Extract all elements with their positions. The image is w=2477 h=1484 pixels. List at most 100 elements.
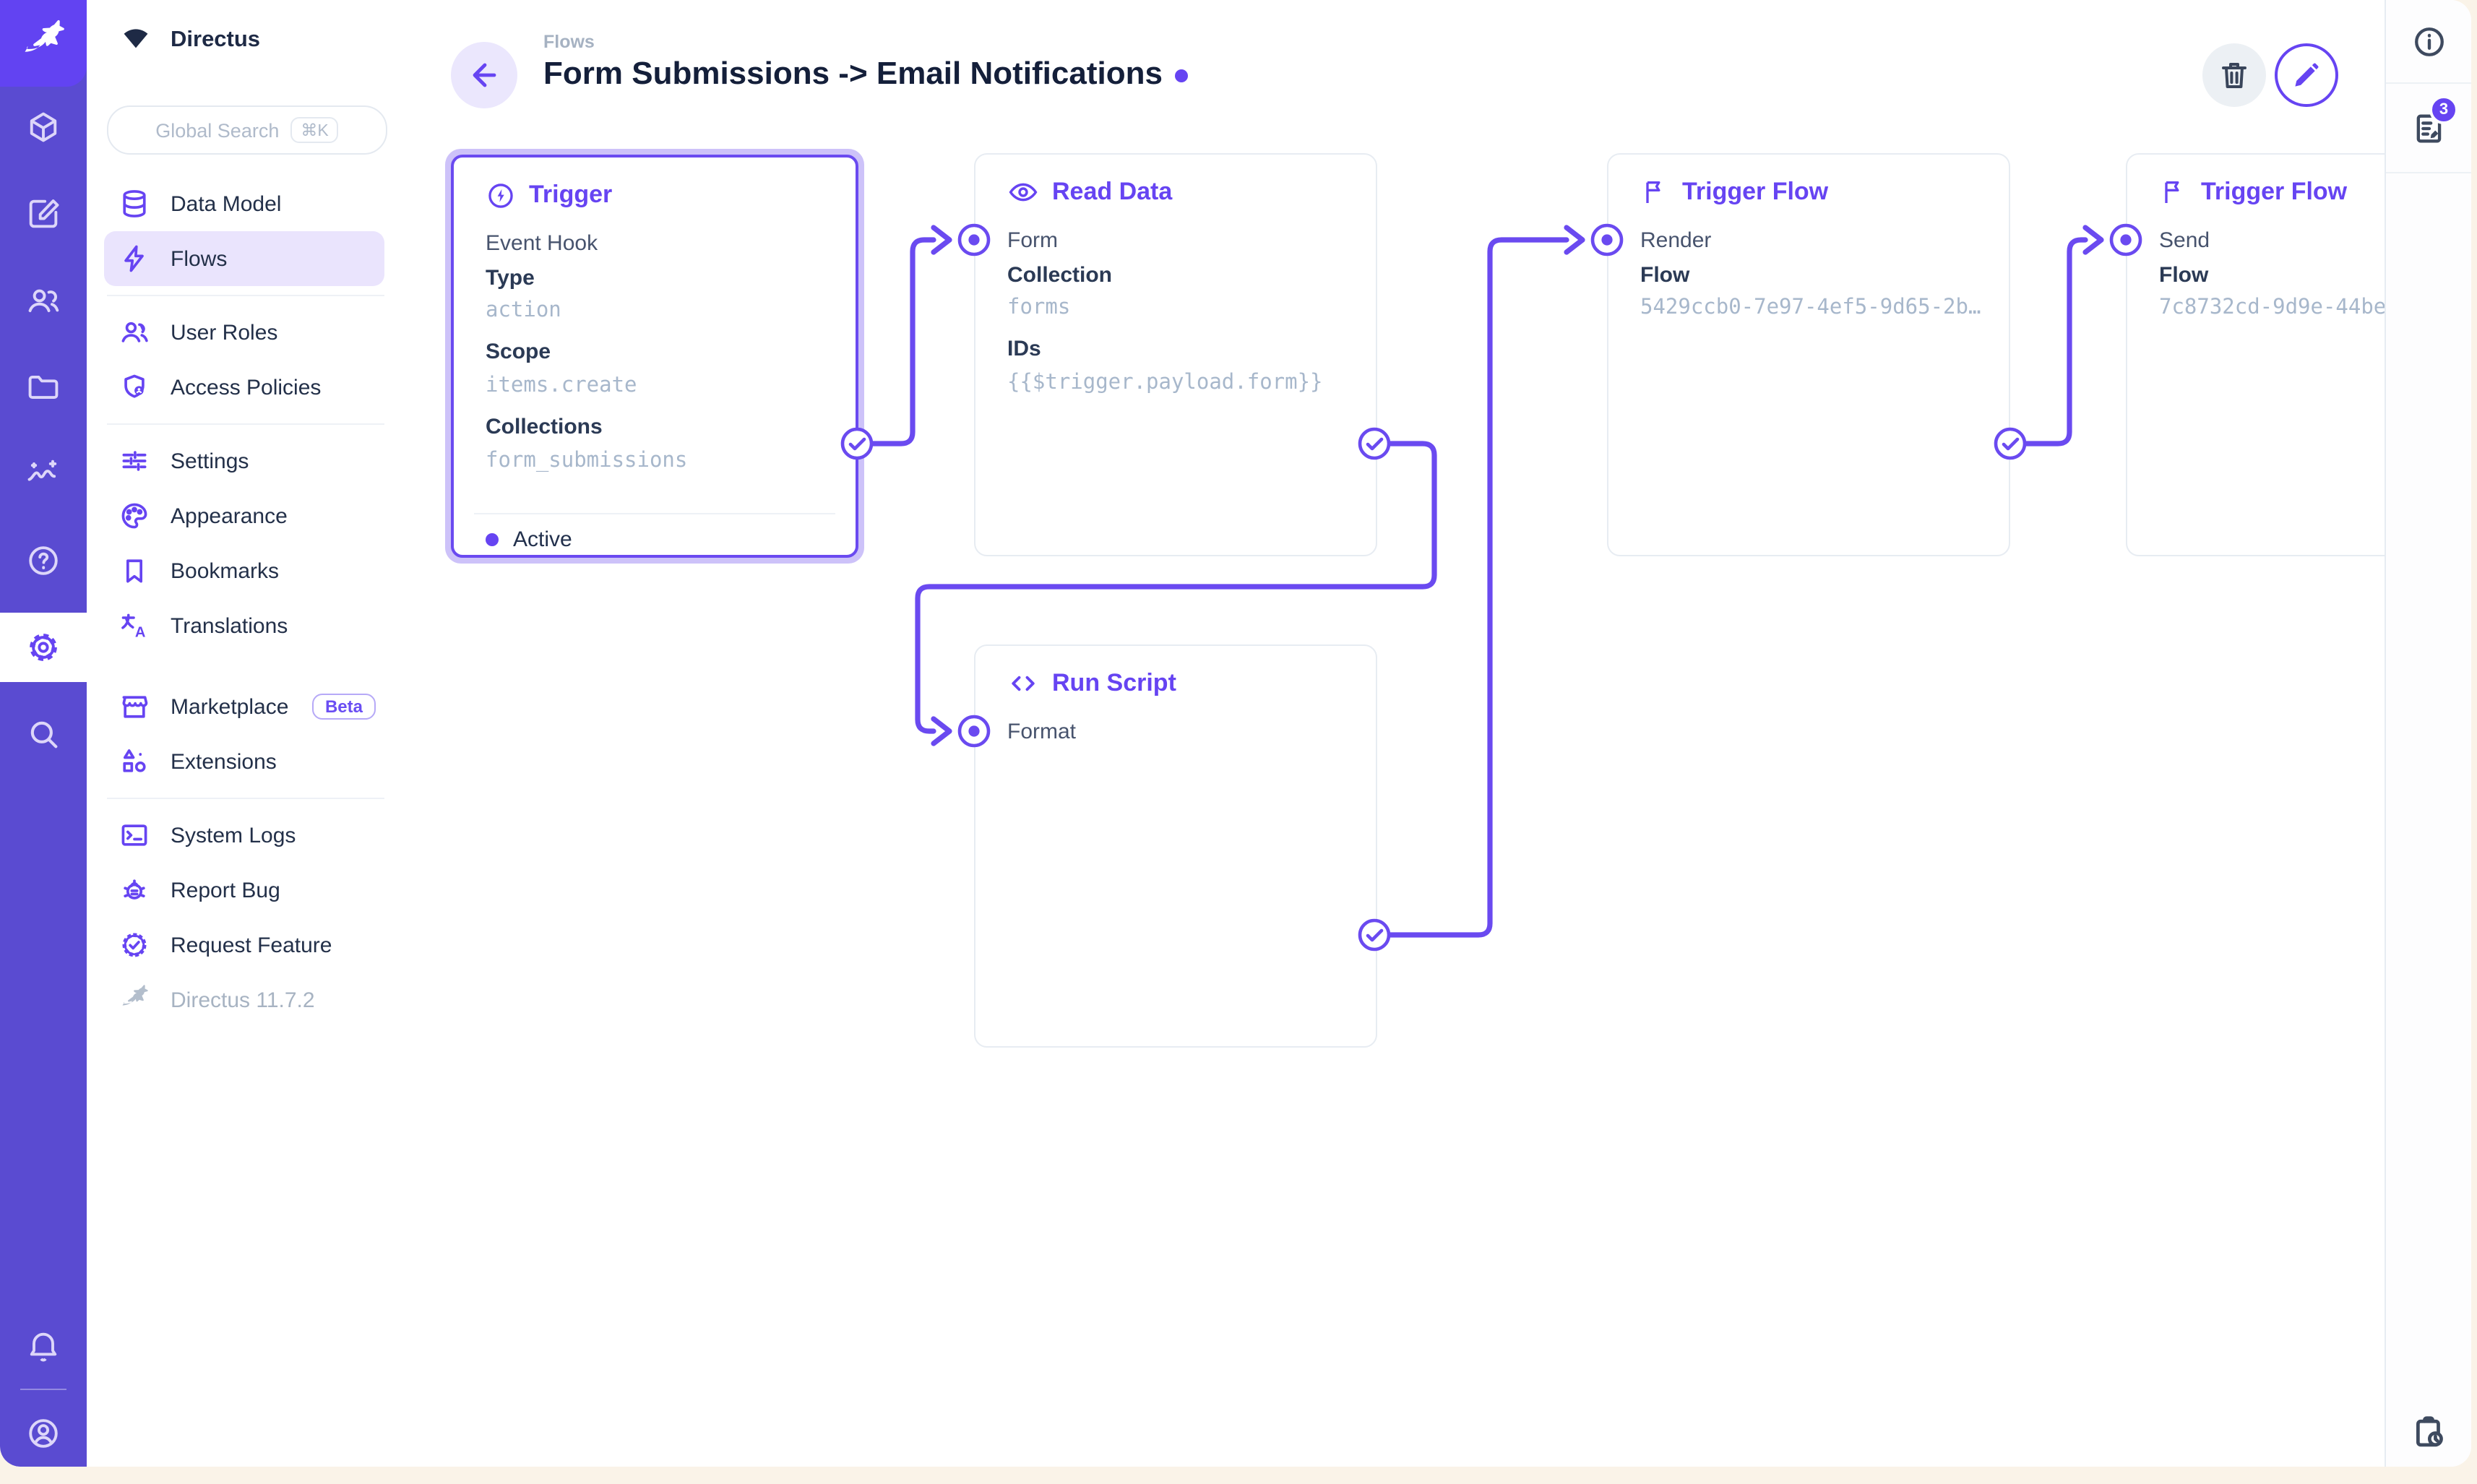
field-value: 5429ccb0-7e97-4ef5-9d65-2b…	[1640, 296, 1981, 319]
sidebar-item-label: Translations	[171, 613, 288, 638]
read-data-node[interactable]: Read Data Form Collection forms IDs {{$t…	[974, 153, 1377, 556]
sidebar-item-label: Settings	[171, 449, 249, 473]
sidebar-item-report-bug[interactable]: Report Bug	[104, 863, 384, 918]
back-button[interactable]	[451, 42, 517, 108]
info-icon	[2410, 22, 2447, 60]
sidebar-divider	[107, 798, 384, 799]
trigger-type-label: Event Hook	[486, 231, 598, 256]
sidebar-logs-section[interactable]: 3	[2386, 84, 2471, 173]
notifications-bell-button[interactable]	[0, 1315, 87, 1379]
shield-user-icon	[119, 371, 150, 403]
version-text: Directus 11.7.2	[171, 988, 315, 1012]
field-name: Collection	[1007, 263, 1113, 288]
module-users-button[interactable]	[0, 269, 87, 332]
sidebar-item-user-roles[interactable]: User Roles	[104, 305, 384, 360]
notifications-bell-icon	[25, 1328, 62, 1366]
breadcrumb[interactable]: Flows	[543, 32, 595, 52]
logs-count-badge: 3	[2429, 95, 2458, 124]
editor-compose-icon	[25, 195, 62, 233]
sidebar-item-system-logs[interactable]: System Logs	[104, 808, 384, 863]
field-name: Flow	[2159, 263, 2209, 288]
bolt-circle-icon	[486, 180, 516, 210]
module-search-button[interactable]	[0, 702, 87, 766]
sidebar-item-appearance[interactable]: Appearance	[104, 488, 384, 543]
tune-sliders-icon	[119, 445, 150, 477]
field-value: form_submissions	[486, 449, 688, 473]
sidebar-item-translations[interactable]: A Translations	[104, 598, 384, 653]
bookmark-icon	[119, 555, 150, 587]
sidebar-item-label: Flows	[171, 246, 228, 271]
field-name: Scope	[486, 340, 551, 364]
module-help-button[interactable]	[0, 529, 87, 592]
field-name: Flow	[1640, 263, 1690, 288]
sidebar-item-label: User Roles	[171, 320, 278, 345]
sidebar-item-extensions[interactable]: Extensions	[104, 734, 384, 789]
right-sidebar: 3	[2385, 0, 2471, 1467]
trash-icon	[2217, 58, 2252, 92]
sidebar-item-label: Appearance	[171, 504, 288, 528]
sidebar-item-data-model[interactable]: Data Model	[104, 176, 384, 231]
run-script-node[interactable]: Run Script Format	[974, 644, 1377, 1048]
trigger-flow-node-title: Trigger Flow	[1640, 173, 1828, 211]
pending-revisions-button[interactable]	[2386, 1413, 2471, 1452]
input-label: Form	[1007, 228, 1058, 253]
field-value: action	[486, 299, 561, 322]
edit-flow-button[interactable]	[2275, 43, 2338, 107]
insights-sparkline-icon	[25, 455, 62, 493]
module-editor-button[interactable]	[0, 182, 87, 246]
trigger-node[interactable]: Trigger Event Hook Type action Scope ite…	[445, 149, 864, 564]
directus-rabbit-icon	[19, 19, 68, 68]
delete-flow-button[interactable]	[2202, 43, 2266, 107]
module-bar	[0, 0, 87, 1467]
help-question-icon	[25, 542, 62, 579]
sidebar-gap	[87, 653, 405, 679]
bolt-icon	[119, 243, 150, 275]
sidebar-item-request-feature[interactable]: Request Feature	[104, 918, 384, 972]
flag-icon	[2159, 178, 2188, 207]
settings-gear-icon	[25, 629, 62, 666]
sidebar-info-section[interactable]	[2386, 0, 2471, 84]
page-title: Form Submissions -> Email Notifications	[543, 55, 1189, 92]
sidebar-item-flows[interactable]: Flows	[104, 231, 384, 286]
status-text: Active	[513, 527, 572, 551]
field-value: 7c8732cd-9d9e-44be	[2159, 296, 2385, 319]
field-value: forms	[1007, 296, 1071, 319]
trigger-flow-render-node[interactable]: Trigger Flow Render Flow 5429ccb0-7e97-4…	[1607, 153, 2010, 556]
arrowhead	[931, 716, 952, 746]
sidebar: Directus Global Search ⌘K Data Model Flo…	[87, 0, 405, 1467]
account-button[interactable]	[0, 1402, 87, 1465]
user-roles-icon	[119, 316, 150, 348]
module-settings-button[interactable]	[0, 613, 87, 682]
sidebar-divider	[107, 295, 384, 296]
read-data-node-title: Read Data	[1007, 173, 1172, 211]
sidebar-item-access-policies[interactable]: Access Policies	[104, 360, 384, 415]
trigger-flow-send-node[interactable]: Trigger Flow Send Flow 7c8732cd-9d9e-44b…	[2126, 153, 2385, 556]
flag-icon	[1640, 178, 1669, 207]
storefront-icon	[119, 691, 150, 722]
project-brand[interactable]: Directus	[87, 0, 405, 81]
project-name: Directus	[171, 27, 261, 52]
global-search-input[interactable]: Global Search ⌘K	[107, 105, 387, 155]
sidebar-item-bookmarks[interactable]: Bookmarks	[104, 543, 384, 598]
page-title-text: Form Submissions -> Email Notifications	[543, 55, 1163, 91]
flow-color-dot	[1175, 69, 1189, 82]
field-name: IDs	[1007, 337, 1041, 361]
eye-icon	[1007, 176, 1039, 208]
field-name: Type	[486, 266, 535, 290]
trigger-node-title: Trigger	[486, 176, 612, 214]
sidebar-item-label: Report Bug	[171, 878, 280, 902]
module-insights-button[interactable]	[0, 442, 87, 506]
module-content-button[interactable]	[0, 95, 87, 159]
module-files-button[interactable]	[0, 355, 87, 419]
sidebar-nav: Data Model Flows User Roles Access Polic…	[87, 176, 405, 1027]
sidebar-item-label: Data Model	[171, 191, 282, 216]
sidebar-item-marketplace[interactable]: Marketplace Beta	[104, 679, 384, 734]
directus-logo-button[interactable]	[0, 0, 87, 87]
input-label: Format	[1007, 720, 1077, 744]
arrowhead	[931, 225, 952, 255]
sidebar-item-settings[interactable]: Settings	[104, 433, 384, 488]
trigger-node-card: Trigger Event Hook Type action Scope ite…	[451, 155, 858, 558]
trigger-flow-node-title: Trigger Flow	[2159, 173, 2347, 211]
